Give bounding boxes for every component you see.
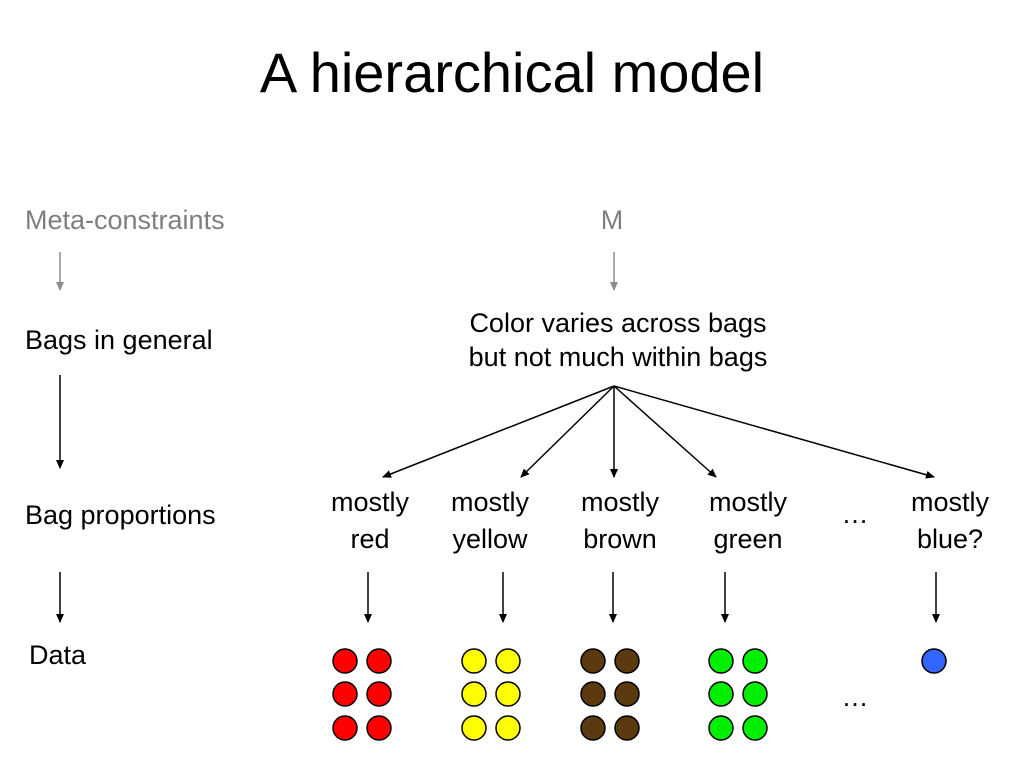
data-ball-yellow <box>461 681 487 707</box>
data-ball-yellow <box>495 648 521 674</box>
data-ball-brown <box>580 715 606 741</box>
data-ball-red <box>332 648 358 674</box>
data-ball-brown <box>580 681 606 707</box>
model-node-m: M <box>600 205 624 235</box>
data-ball-yellow <box>461 648 487 674</box>
arrow-general-to-blue <box>613 385 935 479</box>
bag-label-red-line-2: red <box>350 524 390 554</box>
bag-label-yellow-line-2: yellow <box>452 524 528 554</box>
general-node-line-2: but not much within bags <box>468 342 768 372</box>
level-label-meta: Meta-constraints <box>25 205 225 235</box>
bag-label-red-line-1: mostly <box>330 487 409 517</box>
level-label-general: Bags in general <box>25 325 213 355</box>
data-ball-red <box>332 715 358 741</box>
level-label-proportions: Bag proportions <box>25 500 216 530</box>
bag-label-green-line-2: green <box>713 524 783 554</box>
data-ball-brown <box>580 648 606 674</box>
bag-label-yellow-line-1: mostly <box>450 487 529 517</box>
ellipsis-proportions: … <box>841 499 869 529</box>
data-ball-green <box>708 648 734 674</box>
data-ball-red <box>366 715 392 741</box>
data-balls-group <box>332 648 947 741</box>
arrow-general-to-red <box>382 385 615 478</box>
bag-label-brown-line-1: mostly <box>580 487 659 517</box>
data-ball-red <box>366 681 392 707</box>
ellipsis-data: … <box>841 682 869 712</box>
data-ball-brown <box>614 715 640 741</box>
data-ball-green <box>742 648 768 674</box>
bag-label-blue-line-2: blue? <box>916 524 984 554</box>
data-ball-red <box>366 648 392 674</box>
arrow-general-to-green <box>613 385 717 478</box>
data-ball-yellow <box>461 715 487 741</box>
bag-label-brown-line-2: brown <box>583 524 657 554</box>
arrow-general-to-yellow <box>520 385 615 478</box>
data-ball-red <box>332 681 358 707</box>
data-ball-brown <box>614 648 640 674</box>
data-ball-brown <box>614 681 640 707</box>
general-node-line-1: Color varies across bags <box>469 308 767 338</box>
page-title: A hierarchical model <box>259 41 765 104</box>
data-ball-yellow <box>495 681 521 707</box>
data-ball-green <box>708 715 734 741</box>
data-ball-green <box>742 681 768 707</box>
data-ball-blue <box>921 648 947 674</box>
bag-label-green-line-1: mostly <box>708 487 787 517</box>
level-label-data: Data <box>29 640 87 670</box>
data-ball-green <box>742 715 768 741</box>
data-ball-green <box>708 681 734 707</box>
data-ball-yellow <box>495 715 521 741</box>
bag-label-blue-line-1: mostly <box>910 487 989 517</box>
